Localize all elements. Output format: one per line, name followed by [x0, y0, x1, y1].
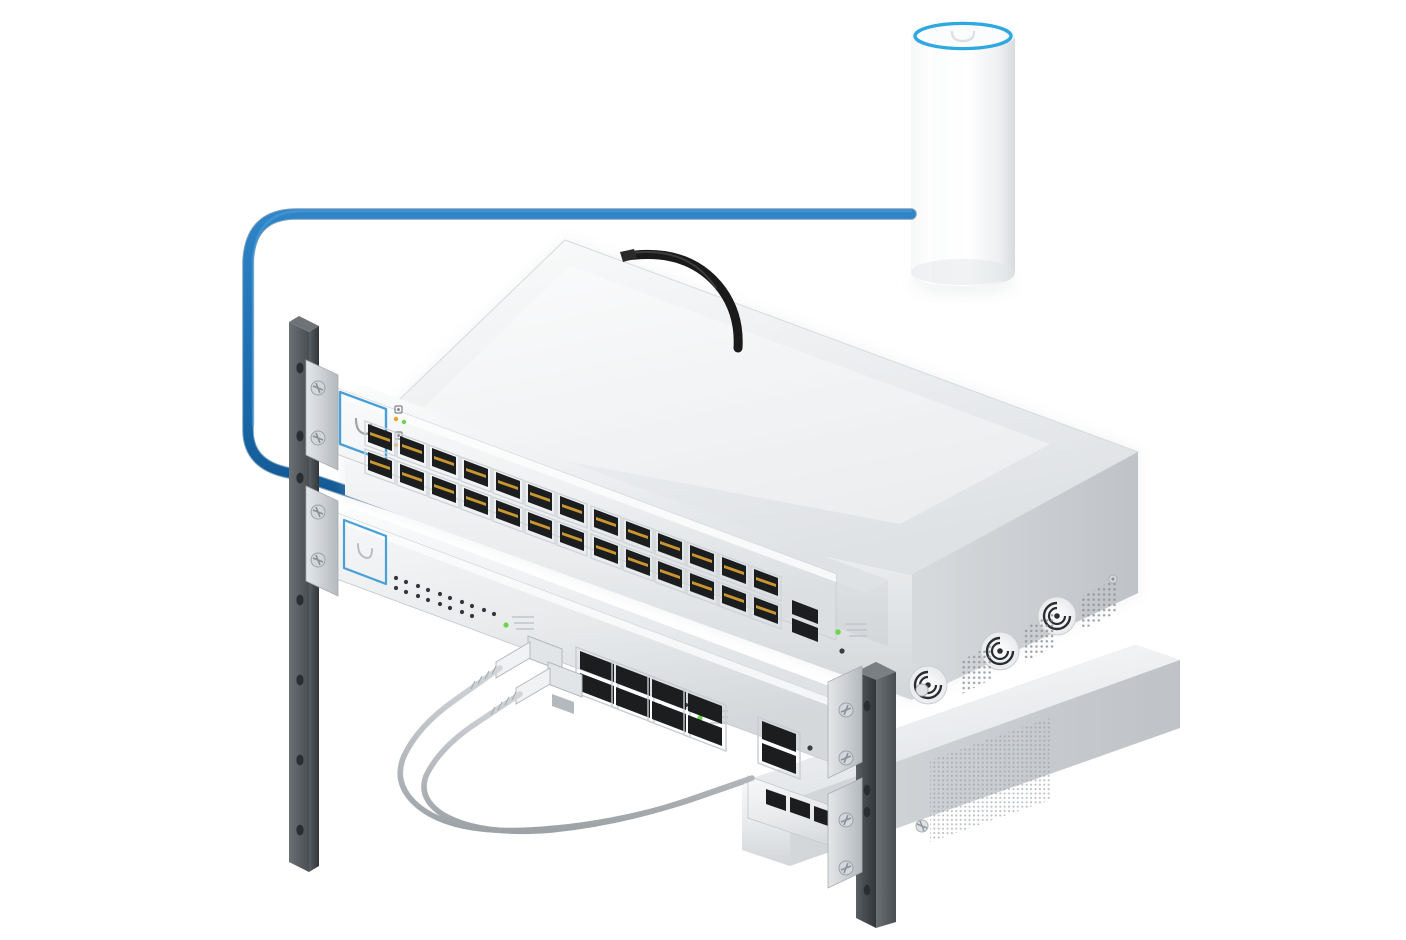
rj45-port[interactable]: [524, 508, 556, 545]
ap-body: [911, 36, 1015, 286]
rack-rail-right: [827, 662, 896, 928]
agg-reset-button[interactable]: [807, 745, 813, 751]
ap-highlight: [911, 36, 932, 284]
udm-rear-face: [912, 452, 1138, 700]
screw-slot-icon: [1111, 577, 1115, 581]
rj45-port[interactable]: [750, 593, 782, 630]
ap-led-ring: [913, 21, 1013, 51]
rj45-port[interactable]: [460, 484, 492, 521]
udm-vent-patch: [1024, 613, 1054, 662]
rack-rail-left: [289, 316, 339, 872]
rail-left-top: [289, 316, 319, 332]
device-access-point[interactable]: [911, 21, 1015, 296]
cable-gray-dac-group: [397, 635, 755, 835]
fan-grille-icon: [908, 665, 948, 705]
bracket-screw: [310, 430, 326, 446]
status-icon-1: [394, 405, 403, 414]
rj45-port[interactable]: [492, 496, 524, 533]
rail-left-face: [309, 326, 319, 872]
sw1-sfp-group[interactable]: [792, 600, 818, 642]
switch-bottom-vents: [930, 718, 1050, 842]
sfp-port[interactable]: [792, 618, 818, 642]
rj45-port[interactable]: [686, 541, 718, 578]
bracket-screw: [310, 504, 326, 520]
rj45-port[interactable]: [364, 448, 396, 485]
sfp-plus-port[interactable]: [683, 687, 727, 753]
rj45-port[interactable]: [428, 444, 460, 481]
rj45-port[interactable]: [590, 505, 622, 542]
rj45-port[interactable]: [364, 420, 396, 457]
rj45-port[interactable]: [622, 545, 654, 582]
rail-right-side: [876, 662, 896, 928]
device-switch-24-poe[interactable]: [325, 383, 888, 654]
rj45-port[interactable]: [718, 553, 750, 590]
agg-logo-badge: [342, 518, 388, 586]
agg-top-edge: [332, 508, 880, 717]
rj45-port[interactable]: [396, 432, 428, 469]
agg-led-row: [393, 575, 497, 619]
rack-bracket-lower-left: [305, 485, 339, 597]
cable-black-power: [620, 249, 743, 353]
udm-vent-patch: [1082, 579, 1116, 630]
rj45-port[interactable]: [556, 492, 588, 529]
udm-vent-patch: [962, 645, 992, 694]
bracket-screw: [838, 750, 854, 766]
rj45-port[interactable]: [654, 557, 686, 594]
sfp-port[interactable]: [766, 789, 786, 811]
rail-right-top: [856, 662, 896, 680]
ubiquiti-u-icon: [357, 543, 373, 559]
rj45-port[interactable]: [750, 565, 782, 602]
rack-bracket-upper-left: [305, 359, 339, 471]
ap-base-shade: [911, 259, 1015, 285]
rj45-port[interactable]: [460, 456, 492, 493]
bracket-screw: [838, 812, 854, 828]
udm-rear-screws: [915, 683, 929, 833]
bracket-screw: [310, 380, 326, 396]
rj45-port[interactable]: [428, 472, 460, 509]
reset-button[interactable]: [839, 648, 845, 654]
bracket-screw: [310, 552, 326, 568]
cable-gray-path-2: [421, 691, 755, 835]
rail-right-holes: [863, 700, 871, 896]
rj45-port[interactable]: [654, 529, 686, 566]
bracket-screw: [838, 860, 854, 876]
bracket-screw: [838, 702, 854, 718]
sfp-plus-port[interactable]: [757, 715, 801, 781]
led-orange: [393, 416, 399, 422]
rj45-port[interactable]: [492, 468, 524, 505]
sw1-panel-highlight: [326, 384, 836, 582]
rj45-port[interactable]: [556, 520, 588, 557]
rack-bracket-upper-right: [827, 665, 863, 779]
rj45-port[interactable]: [590, 533, 622, 570]
cable-black-path: [622, 249, 743, 353]
sw1-top-edge: [340, 385, 888, 593]
cable-gray-clip: [552, 694, 574, 714]
ap-top-inner: [919, 25, 1007, 47]
led-green: [835, 629, 841, 635]
agg-sfp-group[interactable]: [575, 645, 801, 781]
rj45-port[interactable]: [396, 460, 428, 497]
rack-bracket-lower-right: [827, 777, 863, 889]
ap-logo-icon: [950, 30, 976, 43]
rj45-port[interactable]: [718, 581, 750, 618]
logo-badge-outline: [342, 518, 388, 586]
sfp-port[interactable]: [790, 797, 810, 819]
led-green: [401, 419, 407, 425]
cable-strain-relief: [470, 665, 517, 716]
rj45-port[interactable]: [524, 480, 556, 517]
rj45-port[interactable]: [686, 569, 718, 606]
rj45-port[interactable]: [622, 517, 654, 554]
sw1-end-status: [835, 623, 867, 654]
device-switch-aggregation[interactable]: [317, 505, 880, 781]
sfp-port[interactable]: [792, 600, 818, 624]
sw1-port-bank[interactable]: [364, 420, 782, 630]
cable-black-boot: [620, 249, 637, 262]
rail-left-holes: [296, 362, 304, 836]
agg-panel-highlight: [318, 506, 830, 706]
agg-status-led-1: [503, 616, 534, 630]
cable-black-sheen: [631, 251, 717, 289]
cable-blue-sheen: [251, 209, 913, 427]
